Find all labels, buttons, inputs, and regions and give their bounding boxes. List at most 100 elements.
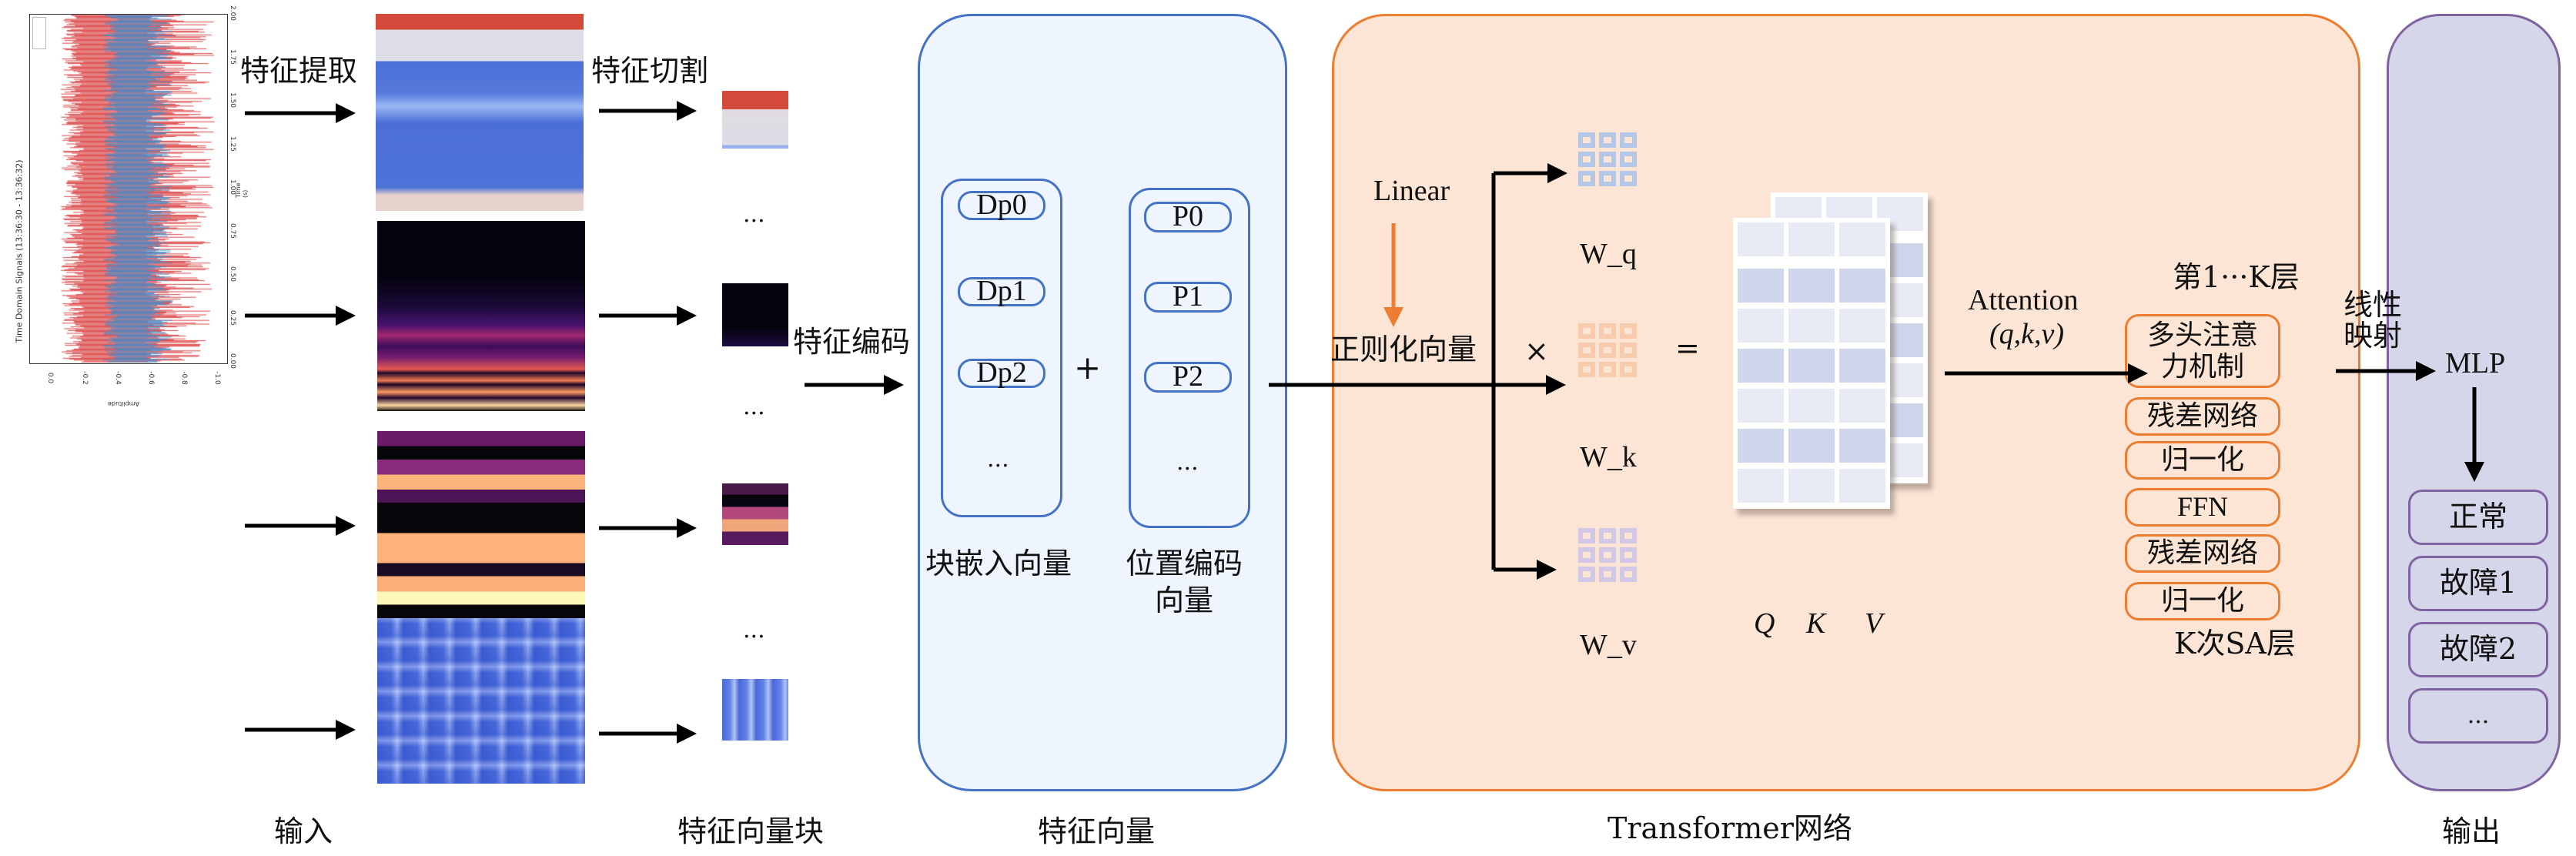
weight-cell bbox=[1578, 547, 1595, 563]
plot-title: Time Domain Signals (13:36:30 - 13:36:32… bbox=[14, 159, 25, 343]
cut-arrow-0-head bbox=[677, 101, 697, 121]
linear-label: Linear bbox=[1373, 175, 1450, 207]
weight-cell bbox=[1599, 528, 1616, 543]
feature-map-2-spectrogram bbox=[377, 221, 585, 411]
patch-embedding-item-1: Dp1 bbox=[958, 275, 1045, 307]
time-tick-label: 1.75 bbox=[229, 48, 237, 65]
amplitude-axis-label: Amplitude bbox=[108, 400, 139, 407]
position-encoding-caption-2: 向量 bbox=[1155, 583, 1214, 617]
layers-caption: K次SA层 bbox=[2174, 627, 2296, 660]
layer-residual-2: 残差网络 bbox=[2125, 534, 2280, 573]
input-label: 输入 bbox=[274, 814, 333, 848]
weight-cell bbox=[1599, 567, 1616, 582]
weight-cell bbox=[1599, 362, 1616, 377]
patch-embedding-item-2: Dp2 bbox=[958, 356, 1045, 389]
attention-args-label: (q,k,v) bbox=[1989, 318, 2065, 350]
weight-cell bbox=[1578, 171, 1595, 186]
weight-cell bbox=[1620, 171, 1637, 186]
time-axis-label: Time (s) bbox=[235, 182, 249, 198]
ellipsis-1: ... bbox=[743, 201, 765, 228]
feature-map-1-heatmap bbox=[376, 14, 584, 211]
class-fault-1: 故障1 bbox=[2408, 556, 2548, 611]
amplitude-tick-label: -0.4 bbox=[113, 371, 122, 385]
weight-cell bbox=[1578, 567, 1595, 582]
cut-arrow-1-head bbox=[677, 306, 697, 326]
weight-cell bbox=[1620, 132, 1637, 148]
matrix-cell bbox=[1788, 429, 1835, 463]
weight-label-v: W_v bbox=[1580, 629, 1637, 661]
extract-arrow-2-head bbox=[336, 516, 356, 536]
feature-vector-panel bbox=[918, 14, 1287, 791]
feature-cut-label: 特征切割 bbox=[591, 54, 709, 88]
matrix-cell bbox=[1839, 349, 1885, 383]
extract-arrow-1-head bbox=[336, 306, 356, 326]
weight-cell bbox=[1620, 528, 1637, 543]
amplitude-tick-label: -0.8 bbox=[179, 371, 188, 385]
class-more: ... bbox=[2408, 688, 2548, 744]
time-tick-label: 0.25 bbox=[229, 309, 237, 326]
feature-vector-label: 特征向量 bbox=[1038, 814, 1156, 848]
signal-traces bbox=[30, 15, 227, 363]
q-label: Q bbox=[1754, 607, 1775, 640]
weight-label-q: W_q bbox=[1580, 238, 1637, 270]
weight-cell bbox=[1620, 343, 1637, 358]
position-encoding-item-2: P2 bbox=[1144, 360, 1232, 393]
matrix-cell bbox=[1839, 389, 1885, 423]
matrix-cell bbox=[1788, 389, 1835, 423]
position-encoding-caption-1: 位置编码 bbox=[1126, 547, 1243, 580]
feature-blocks-label: 特征向量块 bbox=[677, 814, 825, 848]
matrix-cell bbox=[1738, 269, 1784, 303]
time-tick-label: 2.00 bbox=[229, 5, 237, 22]
weight-cell bbox=[1599, 132, 1616, 148]
weight-cell bbox=[1578, 323, 1595, 339]
weight-cell bbox=[1620, 323, 1637, 339]
plus-sign: + bbox=[1074, 349, 1102, 386]
matrix-cell bbox=[1839, 222, 1885, 256]
layer-ffn: FFN bbox=[2125, 488, 2280, 527]
ellipsis-3: ... bbox=[743, 617, 765, 644]
weight-cell bbox=[1620, 547, 1637, 563]
matrix-cell bbox=[1738, 429, 1784, 463]
extract-arrow-3-head bbox=[336, 720, 356, 740]
matrix-cell bbox=[1788, 349, 1835, 383]
qkv-matrix-front bbox=[1733, 218, 1890, 509]
weight-cell bbox=[1578, 362, 1595, 377]
weight-label-k: W_k bbox=[1580, 441, 1637, 473]
patch-3 bbox=[722, 483, 788, 545]
weight-cell bbox=[1599, 323, 1616, 339]
class-fault-2: 故障2 bbox=[2408, 622, 2548, 677]
amplitude-tick-label: -0.2 bbox=[80, 371, 89, 385]
matrix-cell bbox=[1788, 222, 1835, 256]
time-tick-label: 0.00 bbox=[229, 353, 237, 369]
matrix-cell bbox=[1788, 309, 1835, 343]
attention-label: Attention bbox=[1968, 284, 2079, 316]
layer-residual-1: 残差网络 bbox=[2125, 397, 2280, 436]
patch-embedding-item-0: Dp0 bbox=[958, 189, 1045, 221]
times-sign: × bbox=[1524, 334, 1549, 368]
plot-legend bbox=[32, 17, 46, 49]
amplitude-tick-label: 0.0 bbox=[46, 372, 55, 384]
output-label: 输出 bbox=[2442, 814, 2501, 848]
layers-title: 第1···K层 bbox=[2173, 260, 2300, 294]
time-tick-label: 0.75 bbox=[229, 222, 237, 239]
patch-embedding-caption: 块嵌入向量 bbox=[925, 547, 1072, 580]
input-signal-plot: Time Domain Signals (13:36:30 - 13:36:32… bbox=[0, 0, 254, 856]
matrix-cell bbox=[1738, 222, 1784, 256]
weight-cell bbox=[1578, 528, 1595, 543]
linear-map-label-1: 线性 bbox=[2343, 288, 2403, 322]
matrix-cell bbox=[1788, 469, 1835, 503]
encode-arrow-head bbox=[884, 375, 904, 395]
amplitude-tick-label: -0.6 bbox=[146, 371, 155, 385]
position-encoding-item-0: P0 bbox=[1144, 200, 1232, 232]
k-label: K bbox=[1806, 607, 1826, 640]
matrix-cell bbox=[1839, 269, 1885, 303]
matrix-cell bbox=[1738, 309, 1784, 343]
patch-embedding-ellipsis: ... bbox=[987, 446, 1009, 473]
norm-vector-label: 正则化向量 bbox=[1330, 333, 1477, 366]
weight-cell bbox=[1599, 547, 1616, 563]
time-tick-label: 1.50 bbox=[229, 92, 237, 109]
feature-extract-label: 特征提取 bbox=[240, 54, 358, 88]
layer-norm-1: 归一化 bbox=[2125, 441, 2280, 480]
time-tick-label: 1.25 bbox=[229, 135, 237, 152]
cut-arrow-3-head bbox=[677, 724, 697, 744]
